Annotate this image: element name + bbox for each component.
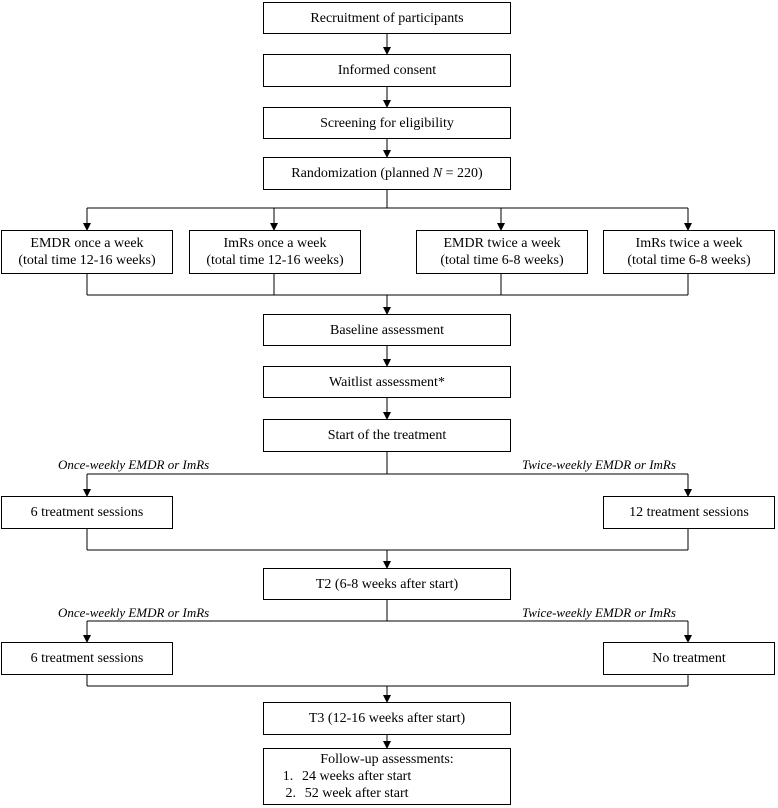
phase2-left-label: 6 treatment sessions	[30, 651, 144, 666]
arm-label-line2: (total time 12-16 weeks)	[18, 253, 156, 268]
screening-box: Screening for eligibility	[263, 107, 511, 139]
phase1-right-label: 12 treatment sessions	[629, 505, 749, 520]
follow-up-title: Follow-up assessments:	[320, 752, 454, 767]
waitlist-label: Waitlist assessment*	[329, 374, 445, 390]
phase1-left-box: 6 treatment sessions	[1, 496, 173, 529]
arm-emdr-once-box: EMDR once a week (total time 12-16 weeks…	[1, 230, 173, 274]
baseline-label: Baseline assessment	[330, 322, 444, 338]
branch-label-once: Once-weekly EMDR or ImRs	[58, 605, 210, 620]
phase1-right-box: 12 treatment sessions	[603, 496, 775, 529]
follow-up-item-text: 24 weeks after start	[302, 769, 412, 784]
baseline-assessment-box: Baseline assessment	[263, 314, 511, 346]
t3-box: T3 (12-16 weeks after start)	[263, 702, 511, 735]
informed-consent-box: Informed consent	[263, 54, 511, 87]
phase1-left-label: 6 treatment sessions	[30, 505, 144, 520]
arm-label-line1: EMDR once a week	[30, 236, 144, 251]
phase2-left-box: 6 treatment sessions	[1, 642, 173, 675]
follow-up-item: 1. 24 weeks after start	[264, 768, 411, 785]
recruitment-label: Recruitment of participants	[310, 10, 464, 26]
follow-up-item-number: 1.	[282, 769, 294, 784]
phase2-right-label: No treatment	[652, 651, 726, 666]
screening-label: Screening for eligibility	[320, 115, 454, 131]
start-treatment-box: Start of the treatment	[263, 419, 511, 452]
t3-label: T3 (12-16 weeks after start)	[308, 711, 466, 726]
follow-up-box: Follow-up assessments: 1. 24 weeks after …	[263, 748, 511, 805]
arm-imrs-twice-box: ImRs twice a week (total time 6-8 weeks)	[603, 230, 775, 274]
randomization-prefix: Randomization (planned	[291, 166, 433, 181]
branch-label-twice: Twice-weekly EMDR or ImRs	[522, 605, 676, 620]
informed-consent-label: Informed consent	[337, 63, 437, 78]
t2-label: T2 (6-8 weeks after start)	[315, 576, 459, 592]
arm-imrs-once-box: ImRs once a week (total time 12-16 weeks…	[189, 230, 361, 274]
randomization-box: Randomization (planned N = 220)	[263, 157, 511, 190]
follow-up-item-number: 2.	[285, 786, 296, 801]
start-treatment-label: Start of the treatment	[327, 428, 447, 443]
arm-label-line1: ImRs once a week	[223, 236, 327, 251]
follow-up-item-text: 52 week after start	[304, 786, 409, 801]
branch-label-once: Once-weekly EMDR or ImRs	[58, 457, 210, 472]
arm-label-line1: ImRs twice a week	[635, 236, 743, 251]
t2-box: T2 (6-8 weeks after start)	[263, 568, 511, 600]
waitlist-assessment-box: Waitlist assessment*	[263, 366, 511, 398]
follow-up-item: 2. 52 week after start	[264, 785, 411, 802]
branch-label-twice: Twice-weekly EMDR or ImRs	[522, 457, 676, 472]
arm-emdr-twice-box: EMDR twice a week (total time 6-8 weeks)	[416, 230, 588, 274]
arm-label-line2: (total time 6-8 weeks)	[627, 253, 751, 268]
phase2-right-box: No treatment	[603, 642, 775, 675]
randomization-n: N	[432, 166, 443, 181]
randomization-label: Randomization (planned N = 220)	[291, 165, 482, 182]
recruitment-box: Recruitment of participants	[263, 2, 511, 34]
follow-up-list: 1. 24 weeks after start 2. 52 week after s…	[264, 768, 411, 802]
randomization-suffix: = 220)	[442, 166, 483, 181]
arm-label-line1: EMDR twice a week	[443, 236, 561, 251]
arm-label-line2: (total time 12-16 weeks)	[206, 253, 344, 268]
arm-label-line2: (total time 6-8 weeks)	[440, 253, 564, 268]
